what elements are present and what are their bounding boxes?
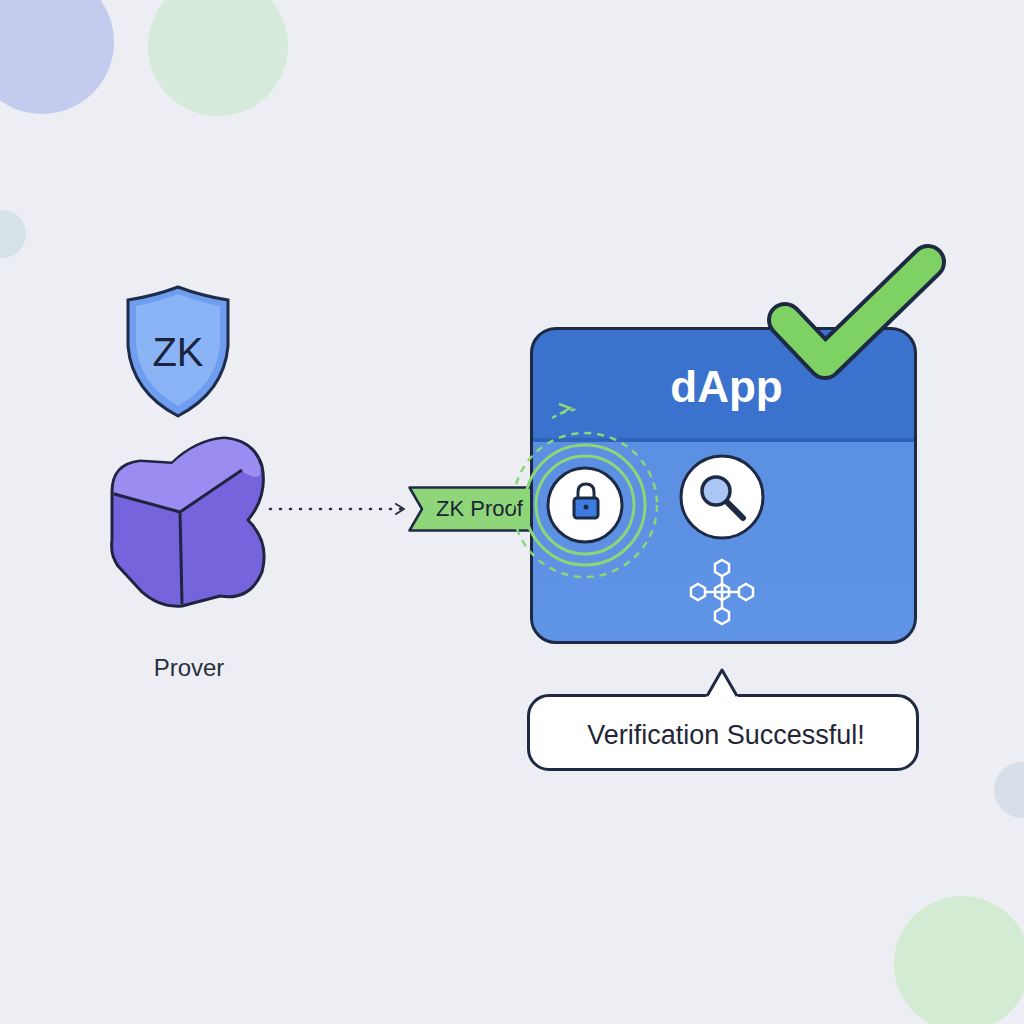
node-label: dApp	[533, 360, 917, 413]
dapp-box: dApp	[530, 327, 917, 644]
decor-circle	[148, 0, 288, 116]
node-label: ZK Proof	[436, 496, 548, 522]
prover-shape	[112, 438, 265, 606]
decor-circle	[0, 0, 114, 114]
shield-badge: ZK	[122, 284, 234, 420]
lock-badge	[548, 468, 622, 542]
lock-shackle	[578, 484, 594, 499]
magnifier-lens	[702, 477, 730, 505]
node-label: ZK	[122, 328, 234, 376]
signal-ring	[536, 456, 634, 554]
signal-arrowhead	[559, 404, 570, 414]
decor-circle	[0, 210, 26, 258]
status-callout: Verification Successful!	[527, 694, 919, 771]
lock-keyhole	[584, 505, 589, 510]
signal-ring	[525, 445, 645, 565]
node-label: Verification Successful!	[530, 719, 922, 751]
callout-pointer-fill	[705, 669, 739, 699]
dotted-arrow	[270, 508, 404, 511]
network-icon	[691, 560, 753, 624]
decor-circle	[894, 896, 1024, 1024]
signal-arc	[552, 409, 580, 418]
check-outline	[785, 262, 928, 362]
search-badge	[681, 456, 763, 538]
prover-edge-lines	[114, 470, 242, 604]
callout-pointer	[707, 670, 737, 696]
lock-body	[574, 498, 598, 518]
node-label: Prover	[108, 653, 270, 682]
proof-tag: ZK Proof	[408, 486, 548, 532]
signal-ring	[513, 433, 657, 577]
prover-actor: Prover	[108, 432, 270, 682]
decor-circle	[994, 762, 1024, 818]
magnifier-handle	[727, 502, 743, 518]
prover-actor-outline	[108, 432, 270, 682]
check-mark	[785, 262, 928, 362]
